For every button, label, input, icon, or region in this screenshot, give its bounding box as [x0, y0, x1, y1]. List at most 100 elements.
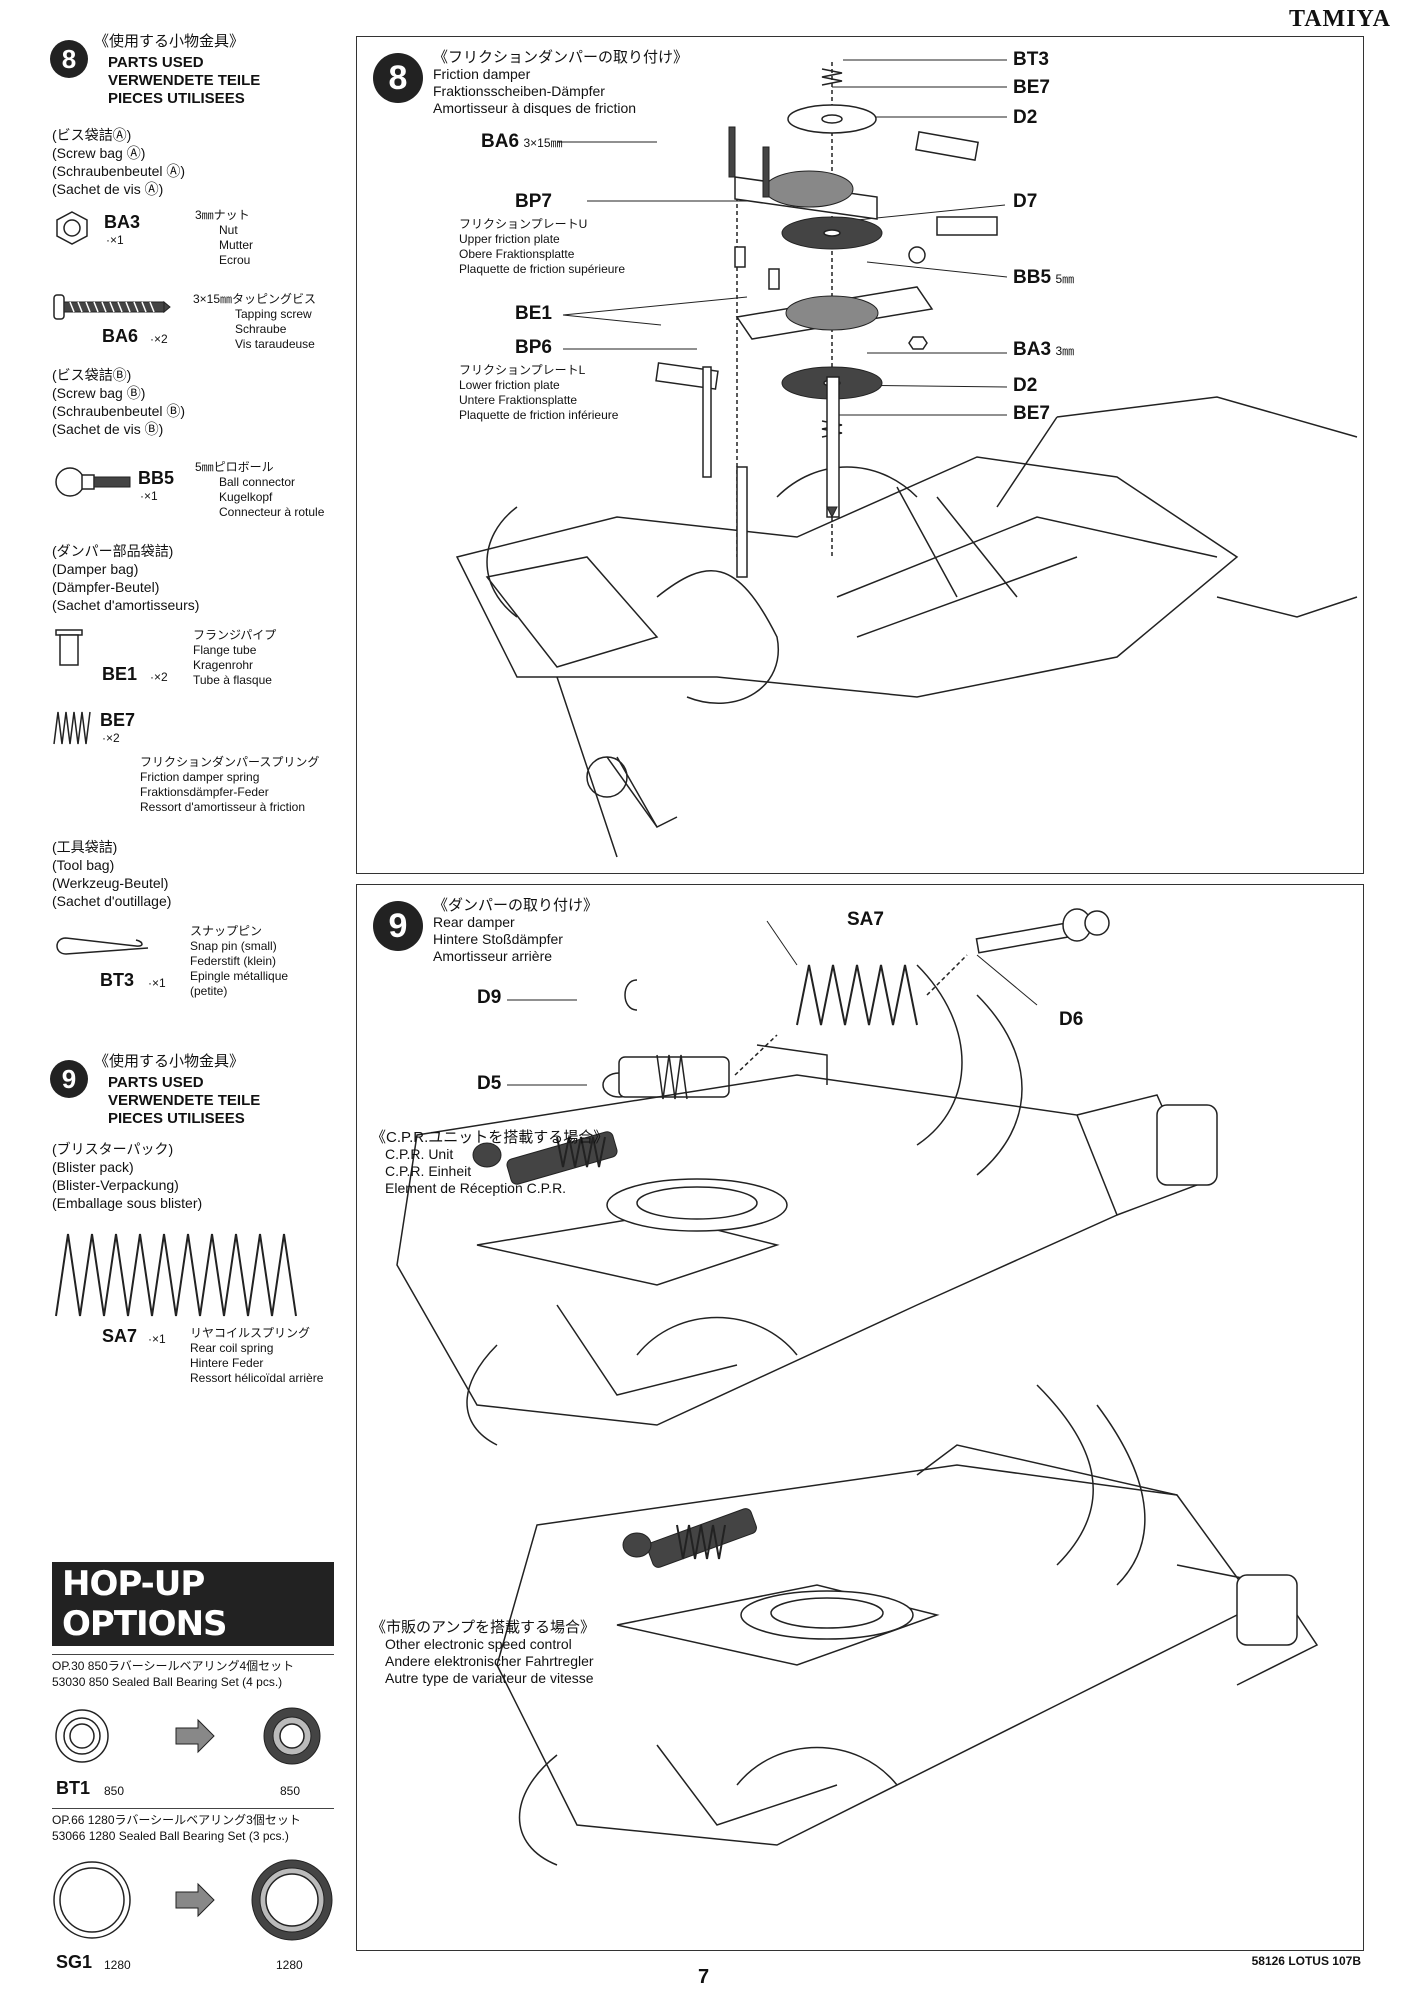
cpr-jp: 《C.P.R.ユニットを搭載する場合》: [371, 1129, 609, 1146]
part-be7-en: Friction damper spring: [140, 770, 260, 784]
step9-badge: 9: [50, 1060, 88, 1098]
bag-b-en: (Screw bag Ⓑ): [52, 385, 146, 401]
part-bt3-code: BT3: [100, 970, 135, 990]
part-bb5-de: Kugelkopf: [219, 490, 273, 504]
step9-title-en: Rear damper: [433, 914, 515, 930]
part-ba6-jp: 3×15㎜タッピングビス: [193, 292, 317, 306]
bag-b-jp: (ビス袋詰Ⓑ): [52, 367, 132, 383]
upper-plate-de: Obere Fraktionsplatte: [459, 247, 575, 261]
esc-en: Other electronic speed control: [385, 1636, 572, 1652]
damper-bag-jp: (ダンパー部品袋詰): [52, 543, 174, 559]
blister-en: (Blister pack): [52, 1159, 134, 1175]
part-be7-fr: Ressort d'amortisseur à friction: [140, 800, 306, 814]
blister-jp: (ブリスターパック): [52, 1141, 174, 1157]
tool-bag-en: (Tool bag): [52, 857, 115, 873]
bt1-size: 850: [104, 1784, 125, 1798]
friction-damper-diagram: [455, 59, 1358, 858]
step8-parts-title-jp: 《使用する小物金具》: [94, 33, 245, 50]
part-sa7-desc: リヤコイルスプリング Rear coil spring Hintere Fede…: [190, 1326, 323, 1386]
label-bp6: BP6: [515, 337, 552, 358]
step8-title-de: Fraktionsscheiben-Dämpfer: [433, 83, 605, 99]
part-bb5-jp: 5㎜ピロボール: [195, 460, 274, 474]
part-bb5-qty: ·×1: [140, 489, 158, 503]
step9-title-jp: 《ダンパーの取り付け》: [433, 897, 599, 914]
step9-title-de: Hintere Stoßdämpfer: [433, 931, 563, 947]
bearing-1280-diagram: [53, 1859, 333, 1941]
upper-plate-jp: フリクションプレートU: [459, 217, 588, 231]
step8-title-jp: 《フリクションダンパーの取り付け》: [433, 49, 689, 66]
part-ba6-de: Schraube: [235, 322, 287, 336]
step8-badge: 8: [50, 40, 88, 78]
bag-b-label: (ビス袋詰Ⓑ) (Screw bag Ⓑ) (Schraubenbeutel Ⓑ…: [52, 366, 185, 438]
damper-bag-label: (ダンパー部品袋詰) (Damper bag) (Dämpfer-Beutel)…: [52, 542, 199, 614]
op30-en: 53030 850 Sealed Ball Bearing Set (4 pcs…: [52, 1675, 283, 1689]
part-sa7-fr: Ressort hélicoïdal arrière: [190, 1371, 324, 1385]
lower-plate-fr: Plaquette de friction inférieure: [459, 408, 619, 422]
label-ba6-size: 3×15㎜: [523, 136, 563, 150]
sg1-out-size: 1280: [276, 1958, 303, 1972]
part-bt3-fr: Epingle métallique: [190, 969, 289, 983]
label-bb5: BB5: [1013, 267, 1052, 288]
label-be1: BE1: [515, 303, 552, 324]
step9-parts-title-fr: PIECES UTILISEES: [108, 1110, 245, 1127]
op30-jp: OP.30 850ラバーシールベアリング4個セット: [52, 1659, 295, 1673]
step8-parts-title-de: VERWENDETE TEILE: [108, 72, 261, 89]
damper-bag-en: (Damper bag): [52, 561, 139, 577]
cpr-de: C.P.R. Einheit: [385, 1163, 472, 1179]
step8-parts-title-en: PARTS USED: [108, 54, 204, 71]
upper-plate-en: Upper friction plate: [459, 232, 560, 246]
step9-parts-title-de: VERWENDETE TEILE: [108, 1092, 261, 1109]
step8-panel-title: 《フリクションダンパーの取り付け》 Friction damper Frakti…: [433, 49, 688, 117]
tool-bag-label: (工具袋詰) (Tool bag) (Werkzeug-Beutel) (Sac…: [52, 838, 171, 910]
step8-panel-badge: 8: [373, 53, 423, 103]
upper-friction-plate-desc: フリクションプレートU Upper friction plate Obere F…: [459, 217, 625, 277]
op66-en: 53066 1280 Sealed Ball Bearing Set (3 pc…: [52, 1829, 289, 1843]
label-ba3: BA3: [1013, 339, 1052, 360]
part-bt3-fr2: (petite): [190, 984, 228, 998]
bt1-out-size: 850: [280, 1784, 301, 1798]
tool-bag-de: (Werkzeug-Beutel): [52, 875, 169, 891]
part-be1-de: Kragenrohr: [193, 658, 254, 672]
bearing-850-diagram: [55, 1707, 321, 1765]
part-sa7-qty: ·×1: [148, 1332, 166, 1346]
tool-bag-jp: (工具袋詰): [52, 839, 118, 855]
part-ba6-code: BA6: [102, 326, 139, 346]
bag-a-label: (ビス袋詰Ⓐ) (Screw bag Ⓐ) (Schraubenbeutel Ⓐ…: [52, 126, 185, 198]
part-be1-desc: フランジパイプ Flange tube Kragenrohr Tube à fl…: [193, 628, 276, 688]
cpr-en: C.P.R. Unit: [385, 1146, 454, 1162]
part-be1-qty: ·×2: [150, 670, 168, 684]
sg1-size: 1280: [104, 1958, 131, 1972]
part-bb5-en: Ball connector: [219, 475, 296, 489]
lower-friction-plate-desc: フリクションプレートL Lower friction plate Untere …: [459, 363, 618, 423]
part-be7-qty: ·×2: [102, 731, 120, 745]
lower-plate-de: Untere Fraktionsplatte: [459, 393, 578, 407]
tapping-screw-icon: [53, 294, 171, 320]
step9-panel: 9 《ダンパーの取り付け》 Rear damper Hintere Stoßdä…: [356, 884, 1364, 1951]
step9-panel-title: 《ダンパーの取り付け》 Rear damper Hintere Stoßdämp…: [433, 897, 598, 965]
part-ba3-code: BA3: [104, 212, 141, 232]
part-be7-jp: フリクションダンパースプリング: [140, 755, 320, 769]
esc-fr: Autre type de variateur de vitesse: [385, 1670, 594, 1686]
part-ba3-fr: Ecrou: [219, 253, 251, 267]
coil-spring-icon: [55, 1233, 297, 1317]
bag-a-fr: (Sachet de vis Ⓐ): [52, 181, 164, 197]
step8-title-fr: Amortisseur à disques de friction: [433, 100, 637, 116]
bag-a-jp: (ビス袋詰Ⓐ): [52, 127, 132, 143]
esc-caption: 《市販のアンプを搭載する場合》 Other electronic speed c…: [371, 1619, 595, 1687]
part-bt3-jp: スナップピン: [190, 924, 263, 938]
label-d6: D6: [1059, 1009, 1084, 1030]
part-bt3-en: Snap pin (small): [190, 939, 277, 953]
label-ba3-size: 3㎜: [1055, 344, 1075, 358]
label-d7: D7: [1013, 191, 1038, 212]
part-bb5-code: BB5: [138, 468, 175, 488]
damper-bag-fr: (Sachet d'amortisseurs): [52, 597, 200, 613]
ball-connector-icon: [55, 467, 131, 497]
model-number: 58126 LOTUS 107B: [1251, 1954, 1361, 1968]
label-be7-bottom: BE7: [1013, 403, 1050, 424]
blister-de: (Blister-Verpackung): [52, 1177, 179, 1193]
label-be7-top: BE7: [1013, 77, 1050, 98]
part-bb5-desc: 5㎜ピロボール Ball connector Kugelkopf Connect…: [195, 460, 324, 520]
part-ba3-qty: ·×1: [106, 233, 124, 247]
part-be1-code: BE1: [102, 664, 138, 684]
label-ba6: BA6: [481, 131, 520, 152]
